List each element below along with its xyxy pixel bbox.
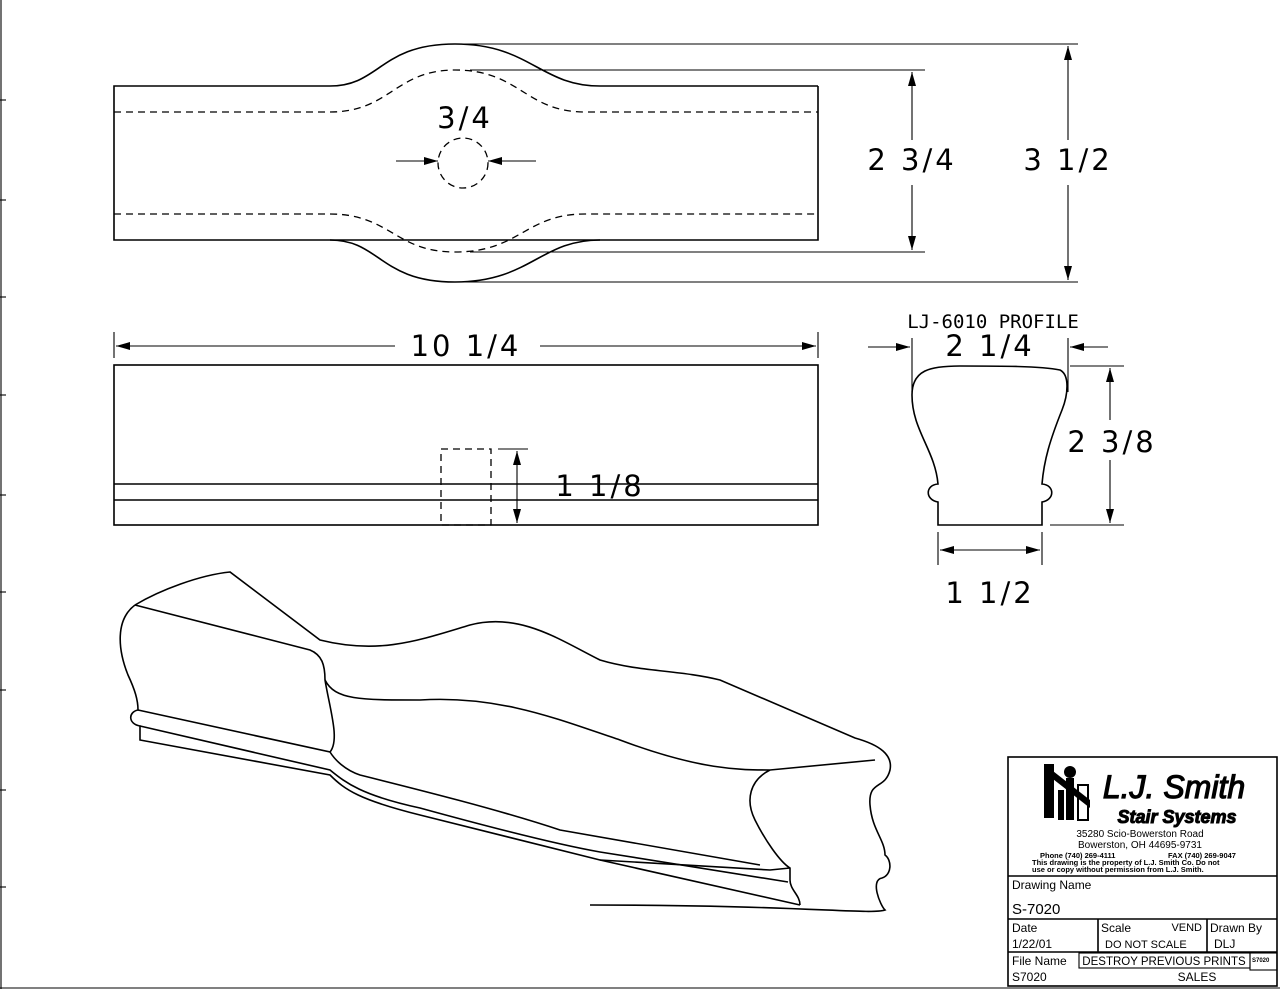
file-name-value: S7020 [1012,970,1047,984]
stamp: S7020 [1252,958,1270,964]
profile-label: LJ-6010 PROFILE [907,311,1079,333]
hole-diameter-dim: 3/4 [437,101,493,135]
address-line2: Bowerston, OH 44695-9731 [1078,840,1202,851]
drawn-by-value: DLJ [1214,937,1235,951]
notice-line1: This drawing is the property of L.J. Smi… [1032,858,1220,867]
scale-label: Scale [1101,921,1131,935]
address-line1: 35280 Scio-Bowerston Road [1076,829,1203,840]
profile-top-width-dim: 2 1/4 [945,329,1034,363]
scale-vend: VEND [1171,922,1202,934]
date-value: 1/22/01 [1012,937,1052,951]
hole-outline [437,137,489,189]
destroy-notice: DESTROY PREVIOUS PRINTS [1082,956,1246,968]
company-logo: L.J. Smith Stair Systems [1044,764,1246,828]
drawing-name-label: Drawing Name [1012,878,1092,892]
phone: Phone (740) 269-4111 [1040,851,1115,860]
hole-depth-dim: 1 1/8 [555,469,644,503]
profile-base-width-dim: 1 1/2 [945,576,1034,610]
notice-line2: use or copy without permission from L.J.… [1032,865,1204,874]
file-name-label: File Name [1012,954,1067,968]
date-label: Date [1012,921,1038,935]
length-dim: 10 1/4 [411,329,522,363]
drawn-by-label: Drawn By [1210,921,1262,935]
profile-view: LJ-6010 PROFILE 2 1/4 2 3/8 1 1/2 [868,311,1156,610]
isometric-view [119,571,892,913]
profile-height-dim: 2 3/8 [1067,425,1156,459]
drawing-name: S-7020 [1012,901,1060,918]
fax: FAX (740) 269-9047 [1168,851,1236,860]
distribution: SALES [1178,970,1217,984]
side-view: 10 1/4 1 1/8 [113,329,819,526]
outer-width-dim: 3 1/2 [1023,143,1112,177]
scale-value: DO NOT SCALE [1105,939,1187,951]
company-subtitle: Stair Systems [1117,807,1236,827]
top-view: 3/4 2 3/4 3 1/2 [113,43,1112,283]
title-block: L.J. Smith Stair Systems 35280 Scio-Bowe… [1007,756,1278,987]
company-name: L.J. Smith [1103,769,1245,805]
inner-width-dim: 2 3/4 [867,143,956,177]
